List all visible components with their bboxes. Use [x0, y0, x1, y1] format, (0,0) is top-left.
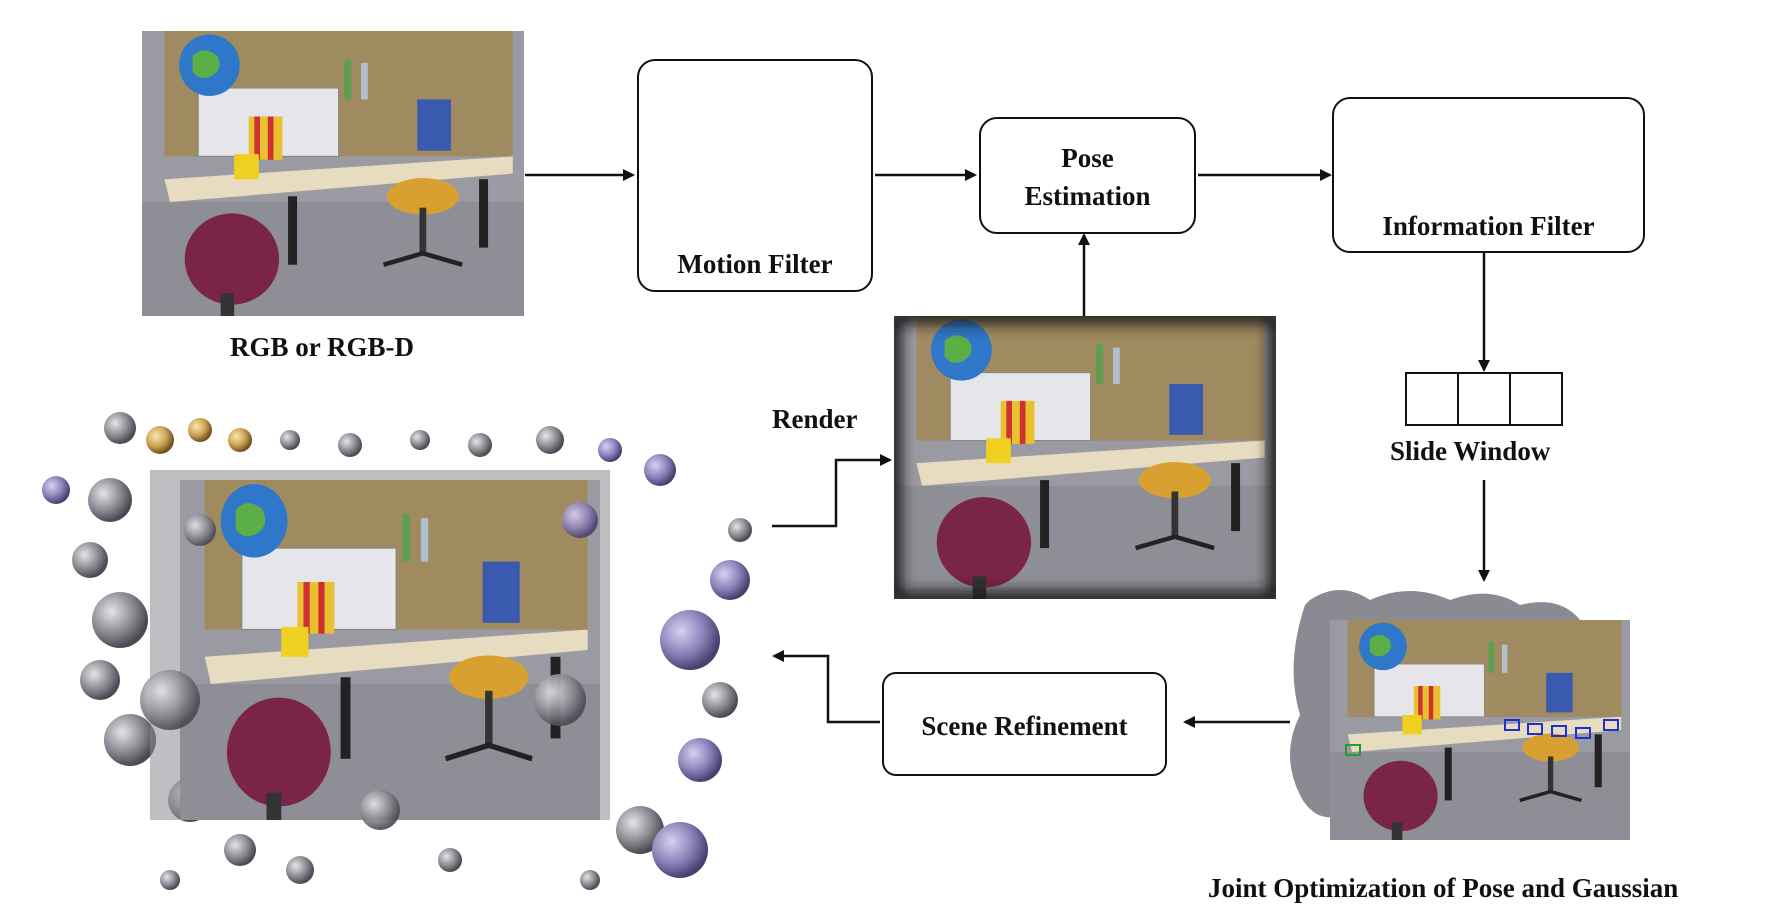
pose-estimation-box: Pose Estimation — [979, 117, 1196, 234]
rendered-image — [894, 316, 1276, 599]
slide-window-cells — [1405, 372, 1563, 426]
arrow-refine-to-cloud — [772, 650, 880, 724]
information-filter-box: Information Filter — [1332, 97, 1645, 253]
motion-filter-label: Motion Filter — [677, 249, 833, 279]
slide-window-label: Slide Window — [1390, 436, 1551, 466]
motion-filter-box: Motion Filter — [637, 59, 873, 292]
gaussian-scene-cloud — [42, 412, 752, 890]
pose-estimation-label-line1: Pose — [1061, 143, 1114, 173]
arrow-cloud-to-render — [772, 454, 892, 528]
joint-optimization-label: Joint Optimization of Pose and Gaussian — [1208, 873, 1679, 903]
rgb-input-label: RGB or RGB-D — [230, 332, 415, 362]
scene-refinement-box: Scene Refinement — [882, 672, 1167, 776]
scene-refinement-label: Scene Refinement — [921, 711, 1128, 741]
rgb-input-image — [142, 31, 524, 316]
pose-estimation-label-line2: Estimation — [1024, 181, 1151, 211]
render-label: Render — [772, 404, 858, 434]
information-filter-label: Information Filter — [1382, 211, 1595, 241]
flow-arrows — [525, 169, 1490, 728]
joint-optimization-image — [1290, 590, 1630, 840]
